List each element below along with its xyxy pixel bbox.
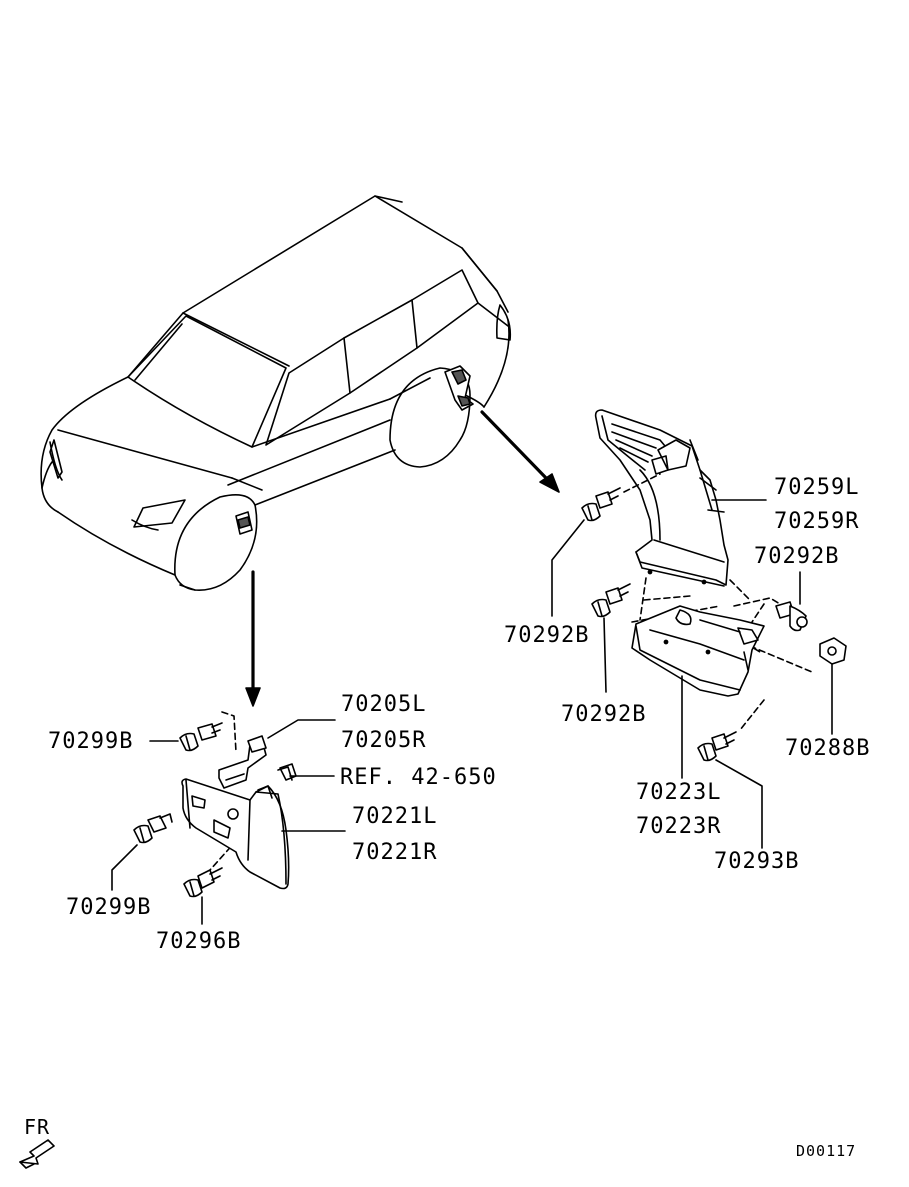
front-direction-label: FR: [24, 1115, 51, 1139]
part-label-70296b[interactable]: 70296B: [156, 929, 242, 954]
rear-splash-assembly: [551, 409, 847, 849]
part-label-70288b[interactable]: 70288B: [785, 736, 871, 761]
part-label-70292b-middle[interactable]: 70292B: [561, 702, 647, 727]
part-label-70292b-upper[interactable]: 70292B: [504, 623, 590, 648]
part-label-70293b[interactable]: 70293B: [714, 849, 800, 874]
ref-label-42-650[interactable]: REF. 42-650: [340, 765, 497, 790]
part-label-70259r[interactable]: 70259R: [774, 509, 860, 534]
screw-70292b-right-icon: [775, 601, 808, 632]
screw-70293b-icon: [697, 731, 737, 762]
part-label-70223r[interactable]: 70223R: [636, 814, 722, 839]
part-label-70205r[interactable]: 70205R: [341, 728, 427, 753]
bolt-70292b-upper-icon: [581, 487, 621, 522]
front-mudflap-assembly: [111, 711, 346, 925]
part-label-70221r[interactable]: 70221R: [352, 840, 438, 865]
screw-70296b-icon: [183, 867, 223, 898]
part-label-70205l[interactable]: 70205L: [341, 692, 427, 717]
part-label-70223l[interactable]: 70223L: [636, 780, 722, 805]
bolt-70299b-top-icon: [179, 722, 223, 752]
diagram-code: D00117: [796, 1142, 857, 1160]
part-label-70292b-right[interactable]: 70292B: [754, 544, 840, 569]
nut-70288b-icon: [819, 637, 847, 665]
part-label-70221l[interactable]: 70221L: [352, 804, 438, 829]
bolt-70299b-bottom-icon: [133, 813, 173, 844]
bolt-70292b-middle-icon: [591, 583, 631, 618]
vehicle-illustration: [40, 195, 512, 591]
part-label-70299b-bottom[interactable]: 70299B: [66, 895, 152, 920]
callout-arrows: [245, 410, 560, 707]
front-direction-arrow-icon: [19, 1139, 55, 1169]
part-label-70259l[interactable]: 70259L: [774, 475, 860, 500]
part-label-70299b-top[interactable]: 70299B: [48, 729, 134, 754]
